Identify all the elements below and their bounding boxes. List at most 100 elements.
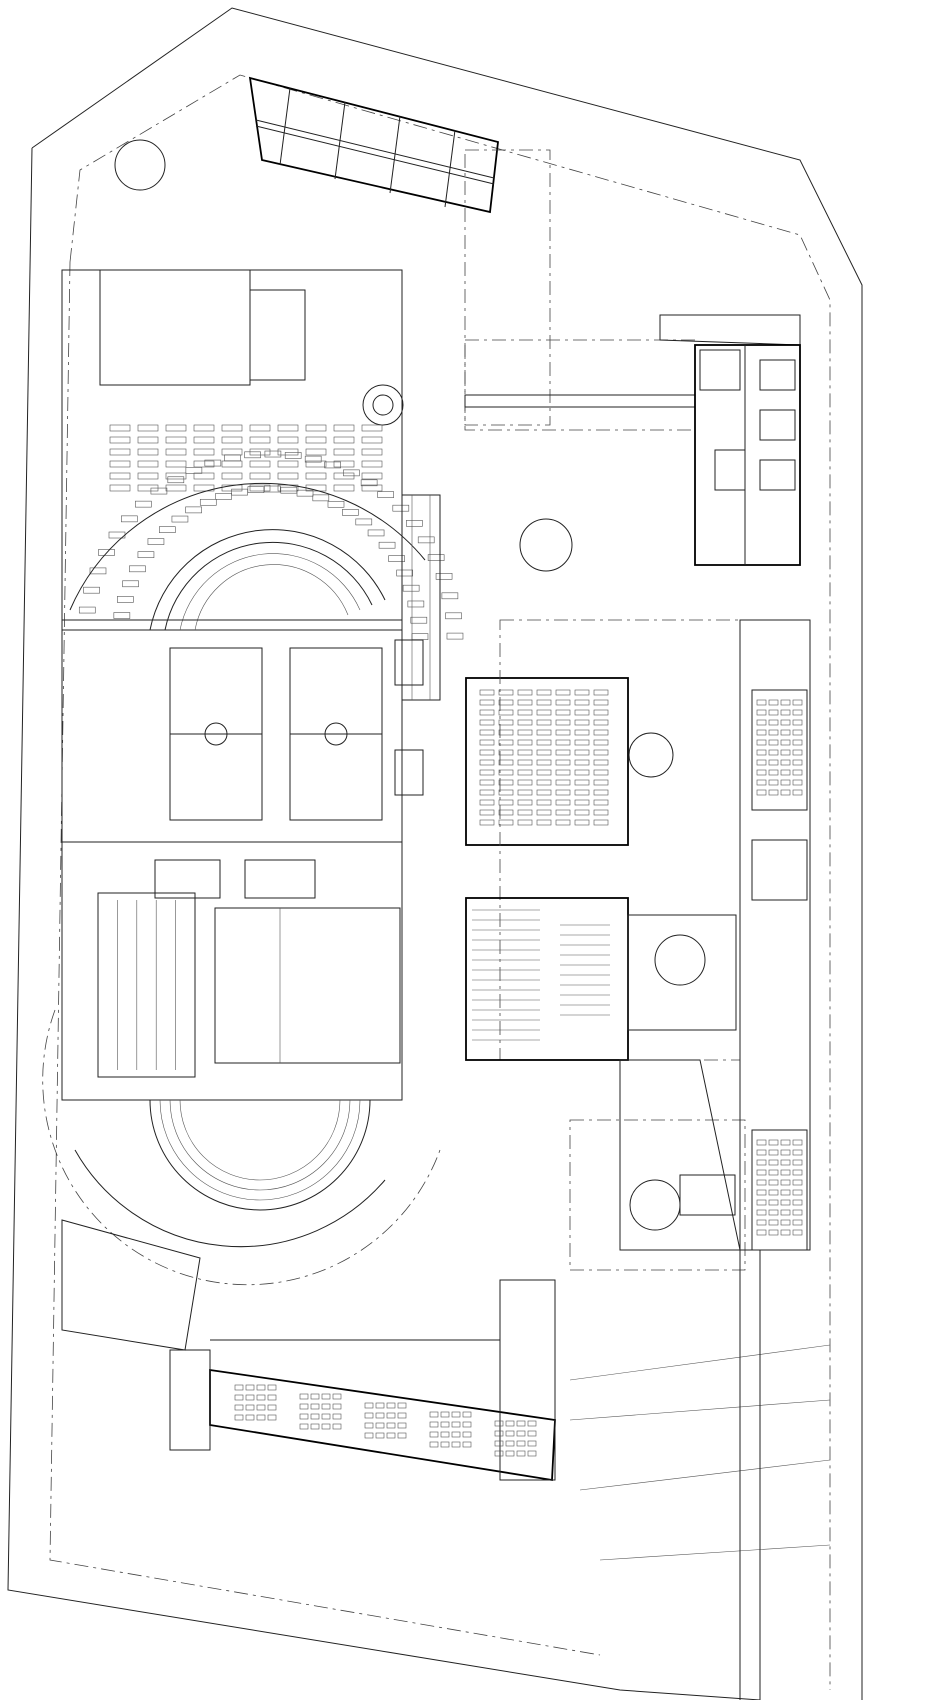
seat: [517, 749, 533, 756]
seat: [410, 616, 428, 624]
seat: [536, 769, 552, 776]
seat: [397, 1402, 407, 1409]
seat: [756, 729, 767, 736]
seat: [462, 1431, 472, 1438]
seat: [516, 1420, 526, 1427]
seat: [792, 1199, 803, 1206]
seat: [375, 1412, 385, 1419]
seat: [267, 1394, 277, 1401]
seat: [440, 1441, 450, 1448]
seat: [204, 459, 222, 467]
seat: [780, 739, 791, 746]
seat: [593, 729, 609, 736]
seat: [343, 469, 360, 477]
seat: [574, 799, 590, 806]
seat: [429, 1411, 439, 1418]
seat: [780, 709, 791, 716]
seat: [505, 1420, 515, 1427]
seat: [756, 1229, 767, 1236]
seat: [277, 448, 299, 456]
seat: [555, 809, 571, 816]
seat: [780, 1189, 791, 1196]
seat: [245, 1414, 255, 1421]
seat: [517, 819, 533, 826]
seat: [536, 699, 552, 706]
dormitory-wing: [248, 76, 499, 214]
seat: [234, 1414, 244, 1421]
seat: [792, 739, 803, 746]
seat: [375, 1402, 385, 1409]
seat: [517, 729, 533, 736]
seat: [479, 719, 495, 726]
seat: [593, 739, 609, 746]
seat: [361, 460, 383, 468]
seat: [221, 448, 243, 456]
seat: [245, 1384, 255, 1391]
seat: [505, 1430, 515, 1437]
seat: [792, 729, 803, 736]
seat: [304, 455, 322, 463]
seat: [768, 719, 779, 726]
seat: [113, 612, 131, 619]
seat: [498, 759, 514, 766]
seat: [780, 1149, 791, 1156]
south-east-hall: [569, 1059, 746, 1271]
seat: [305, 436, 327, 444]
seat: [332, 1423, 342, 1430]
seat: [277, 460, 299, 468]
seat: [593, 799, 609, 806]
seat: [768, 1229, 779, 1236]
seat: [445, 612, 462, 620]
seat: [397, 1422, 407, 1429]
seat: [792, 709, 803, 716]
seat: [193, 472, 215, 480]
seat: [375, 1422, 385, 1429]
seat: [593, 809, 609, 816]
seat: [280, 486, 298, 494]
seat: [221, 436, 243, 444]
seat: [780, 1209, 791, 1216]
seat: [446, 632, 464, 640]
seat: [768, 759, 779, 766]
seat: [165, 484, 187, 492]
seat: [327, 500, 345, 508]
seat: [768, 1169, 779, 1176]
seat: [361, 484, 383, 492]
seat: [494, 1450, 504, 1457]
seat: [780, 1199, 791, 1206]
seat: [267, 1404, 277, 1411]
sports-courts: [61, 619, 424, 843]
seat: [388, 555, 405, 562]
seat: [440, 1431, 450, 1438]
seat: [792, 1169, 803, 1176]
seat: [555, 819, 571, 826]
seat: [355, 518, 373, 526]
seat: [498, 799, 514, 806]
seat: [756, 1139, 767, 1146]
auditorium: [465, 619, 741, 1061]
seat: [756, 1199, 767, 1206]
seat: [593, 719, 609, 726]
seat: [332, 1393, 342, 1400]
dorm-wall: [334, 101, 346, 180]
seat: [277, 424, 299, 432]
seat: [780, 1179, 791, 1186]
seat: [574, 819, 590, 826]
seat: [768, 779, 779, 786]
seat: [479, 699, 495, 706]
seat: [137, 460, 159, 468]
seat: [756, 709, 767, 716]
seat: [109, 472, 131, 480]
seat: [574, 749, 590, 756]
seat: [267, 1414, 277, 1421]
seat: [193, 460, 215, 468]
seat: [505, 1450, 515, 1457]
seat: [429, 1431, 439, 1438]
seat: [378, 541, 396, 549]
seat: [224, 454, 241, 462]
seat: [109, 424, 131, 432]
seat: [121, 515, 138, 523]
seat: [244, 451, 261, 459]
seat: [536, 819, 552, 826]
seat: [756, 759, 767, 766]
